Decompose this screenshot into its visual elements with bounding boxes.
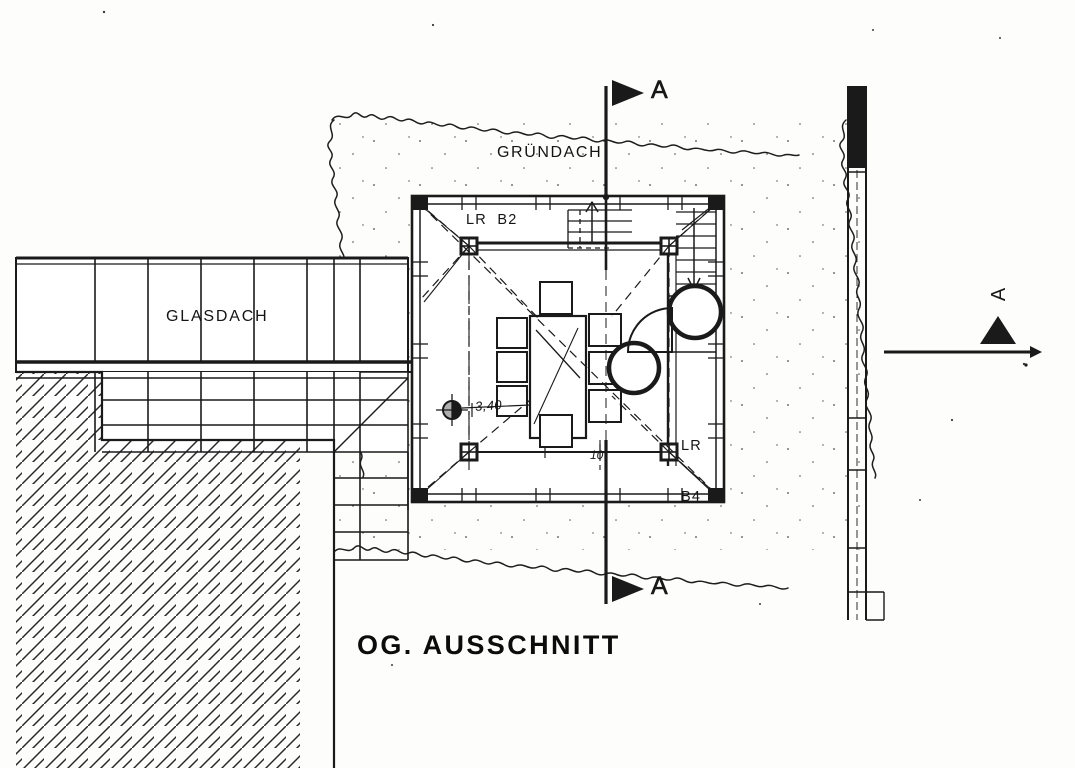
dimension-lines <box>461 403 661 460</box>
stair-upper <box>567 201 632 249</box>
label-gruendach: GRÜNDACH <box>497 144 603 161</box>
glass-roof-structure <box>15 256 412 561</box>
label-column-b2: LR B2 <box>466 212 518 228</box>
section-line-a-a <box>602 80 644 604</box>
chair-left-3 <box>496 385 528 417</box>
section-label-a-bottom: A <box>651 572 668 601</box>
chair-right-3 <box>588 389 622 423</box>
round-table-1 <box>666 283 724 341</box>
label-column-b4: LR B4 <box>681 404 702 540</box>
section-arrow-top <box>612 80 644 106</box>
chair-top <box>539 281 573 315</box>
label-glasdach: GLASDACH <box>166 308 269 325</box>
right-wall <box>847 86 885 621</box>
round-table-2 <box>606 340 662 396</box>
dimension-label-10: 10 <box>590 448 604 462</box>
label-column-b4-line2: B4 <box>681 489 702 505</box>
chair-left-2 <box>496 351 528 383</box>
section-arrow-right <box>980 316 1016 344</box>
dimension-label-340: 3,40 <box>474 397 503 414</box>
section-marker-right <box>884 316 1042 367</box>
chair-left-1 <box>496 317 528 349</box>
paper-speckles <box>102 10 1026 707</box>
level-origin-symbol <box>436 394 468 426</box>
furniture-chairs <box>496 281 622 448</box>
hatched-section-area <box>16 370 408 768</box>
roof-hip-lines <box>423 207 713 493</box>
chair-bottom <box>539 414 573 448</box>
label-column-b4-line1: LR <box>681 438 702 454</box>
section-label-a-top: A <box>651 76 668 105</box>
chair-right-1 <box>588 313 622 347</box>
furniture-round-tables <box>606 283 724 396</box>
drawing-title: OG. AUSSCHNITT <box>357 630 621 660</box>
section-label-a-right: A <box>988 287 1011 302</box>
section-arrow-bottom <box>612 576 644 602</box>
